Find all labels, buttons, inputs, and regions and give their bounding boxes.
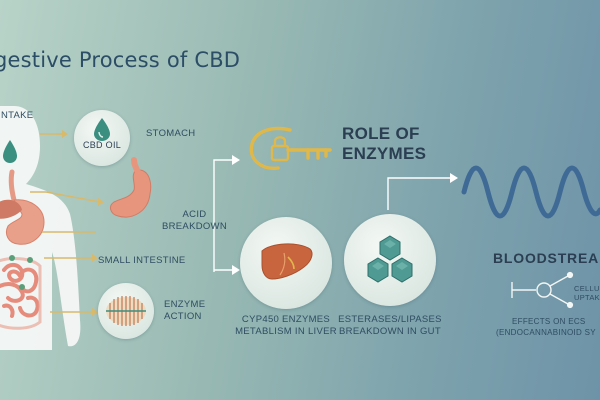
digestive-organs xyxy=(0,169,45,330)
key-lock-icon xyxy=(249,126,332,170)
enzymes-heading-line2: ENZYMES xyxy=(342,144,427,163)
leader-lines xyxy=(30,133,101,313)
small-intestine-label: SMALL INTESTINE xyxy=(98,255,186,266)
cbd-oil-label: CBD OIL xyxy=(82,140,122,150)
head-oil-drop-icon xyxy=(3,140,17,163)
flow-arrowheads xyxy=(232,155,458,275)
ecs-effects-line2: (ENDOCANNABINOID SY xyxy=(496,328,596,337)
acid-breakdown-label: ACID BREAKDOWN xyxy=(162,209,227,233)
liver-icon xyxy=(261,243,313,280)
bloodstream-wave-icon xyxy=(461,165,600,219)
ecs-effects-label: EFFECTS ON ECS (ENDOCANNABINOID SY xyxy=(496,316,596,338)
esterases-line1: ESTERASES/LIPASES xyxy=(338,314,442,325)
enzymes-heading: ROLE OF ENZYMES xyxy=(342,124,426,164)
acid-label-line2: BREAKDOWN xyxy=(162,221,227,232)
enzymes-heading-line1: ROLE OF xyxy=(342,124,420,143)
ecs-effects-line1: EFFECTS ON ECS xyxy=(512,317,586,326)
cellular-uptake-line2: UPTAK xyxy=(574,293,600,302)
molecule-icon xyxy=(367,235,413,283)
flow-connectors xyxy=(213,159,450,272)
cellular-uptake-line1: CELLULA xyxy=(574,284,600,293)
liver-circle xyxy=(240,217,332,309)
intake-label: INTAKE xyxy=(0,110,34,121)
cyp450-line1: CYP450 ENZYMES xyxy=(241,314,331,325)
oil-drop-icon xyxy=(94,118,110,141)
cellular-uptake-label: CELLULA UPTAK xyxy=(574,284,600,302)
cyp450-label: CYP450 ENZYMES METABLISM IN LIVER xyxy=(226,314,346,338)
stomach-icon xyxy=(110,157,152,218)
esterases-line2: BREAKDOWN IN GUT xyxy=(339,326,441,337)
cell-uptake-icon xyxy=(511,271,574,309)
molecule-circle xyxy=(344,214,436,306)
page-title: gestive Process of CBD xyxy=(0,48,241,72)
enzyme-fiber-icon xyxy=(106,296,146,326)
cyp450-line2: METABLISM IN LIVER xyxy=(235,326,337,337)
bloodstream-heading: BLOODSTREA xyxy=(493,250,599,266)
enzyme-label-line2: ACTION xyxy=(164,311,202,322)
esterases-label: ESTERASES/LIPASES BREAKDOWN IN GUT xyxy=(330,314,450,338)
enzyme-label-line1: ENZYME xyxy=(164,299,206,310)
leader-arrowheads xyxy=(62,130,104,316)
enzyme-action-label: ENZYME ACTION xyxy=(164,299,205,323)
stomach-label: STOMACH xyxy=(146,128,196,139)
acid-label-line1: ACID xyxy=(182,209,207,220)
cbd-oil-circle: CBD OIL xyxy=(74,110,130,166)
enzyme-circle xyxy=(98,283,154,339)
